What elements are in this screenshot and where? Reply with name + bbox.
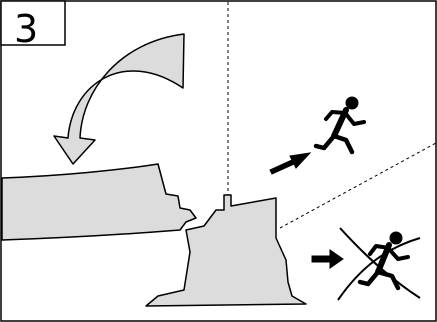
escape-arrow-icon [269, 152, 312, 175]
tree-stump [145, 194, 307, 307]
running-person-icon [313, 96, 366, 155]
step-number: 3 [14, 7, 39, 51]
step-number-box [0, 0, 66, 46]
danger-arrow-icon [311, 249, 344, 269]
prohibited-running-person-icon [337, 227, 421, 301]
curved-arrow-icon [53, 33, 185, 165]
fallen-trunk [1, 163, 197, 241]
